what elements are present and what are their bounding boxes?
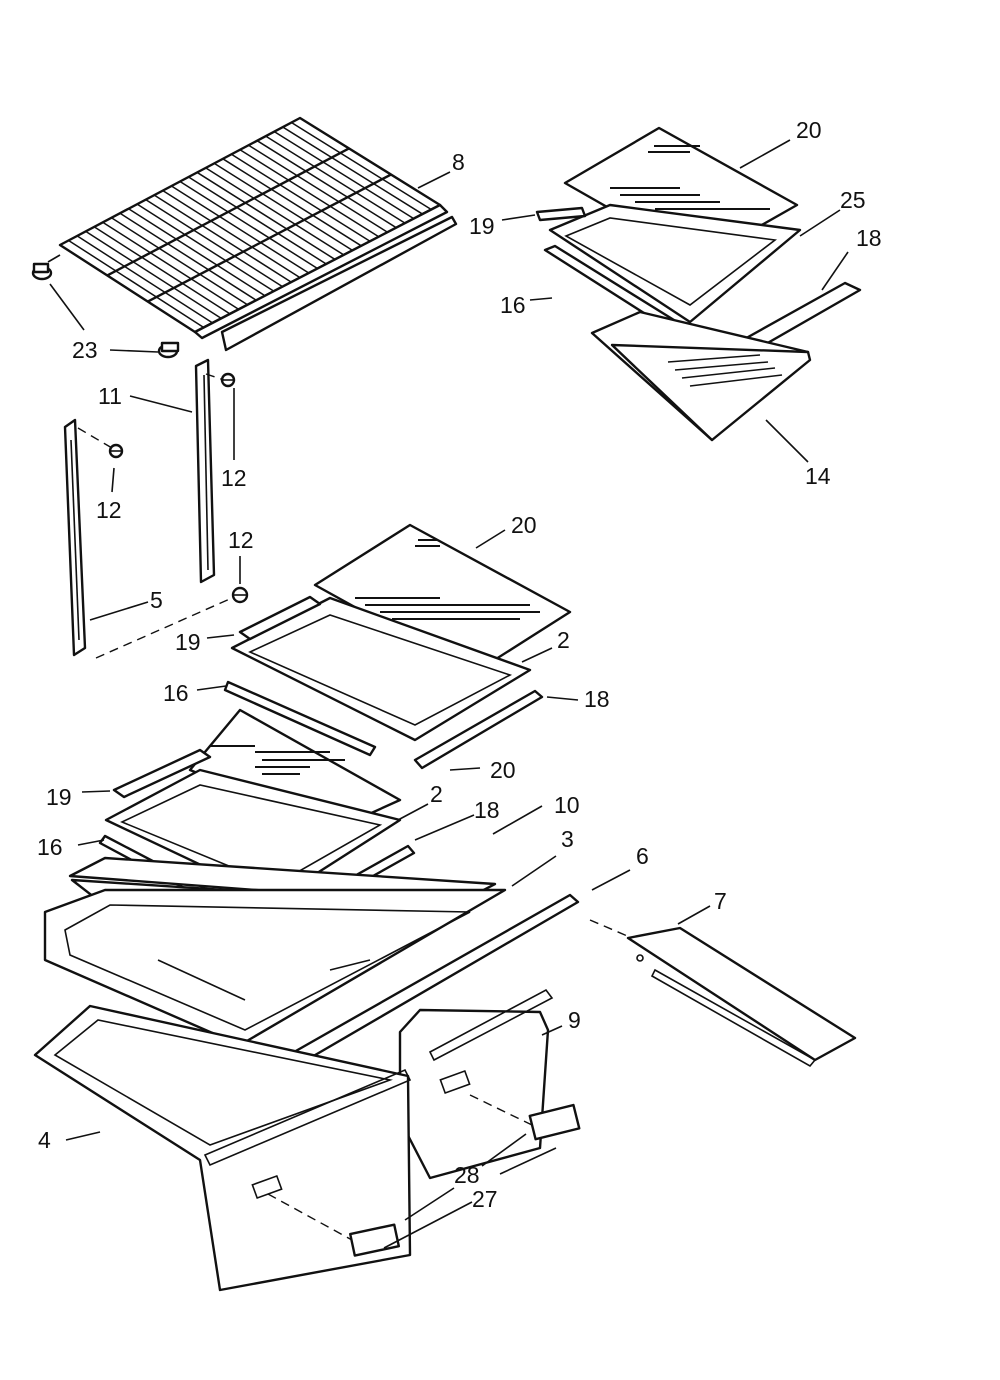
callout-4: 4 bbox=[38, 1127, 51, 1153]
wire-rod bbox=[128, 208, 266, 297]
callout-23: 23 bbox=[72, 337, 98, 363]
wire-crossbar bbox=[106, 147, 350, 277]
wire-rod bbox=[231, 153, 371, 242]
callout-2-mid: 2 bbox=[557, 627, 570, 653]
drawer-clip-upper bbox=[528, 1103, 581, 1141]
callout-2-low: 2 bbox=[430, 781, 443, 807]
callout-20-low: 20 bbox=[490, 757, 516, 783]
wire-rod bbox=[68, 239, 205, 329]
wire-rod bbox=[102, 221, 240, 310]
wire-rod bbox=[145, 199, 283, 288]
wire-rod bbox=[119, 212, 257, 301]
wire-rod bbox=[265, 135, 406, 224]
callout-3: 3 bbox=[561, 826, 574, 852]
wire-crossbar bbox=[147, 173, 392, 303]
callout-14: 14 bbox=[805, 463, 831, 489]
callout-labels: 8 23 11 12 12 12 5 20 19 25 18 16 14 20 … bbox=[37, 117, 882, 1212]
wire-rod bbox=[171, 185, 310, 274]
wire-rod bbox=[291, 121, 432, 211]
callout-19-top: 19 bbox=[469, 213, 495, 239]
callout-28: 28 bbox=[454, 1162, 480, 1188]
shelf-frame-middle bbox=[223, 595, 544, 770]
callout-16-mid: 16 bbox=[163, 680, 189, 706]
wire-rod bbox=[111, 217, 248, 306]
callout-12-left: 12 bbox=[96, 497, 122, 523]
wire-rod bbox=[213, 162, 353, 251]
shelf-rail-left bbox=[63, 418, 87, 657]
callout-16-low: 16 bbox=[37, 834, 63, 860]
wire-rod bbox=[188, 176, 327, 265]
wire-rod bbox=[153, 194, 292, 283]
wire-rod bbox=[76, 235, 213, 324]
leader-lines bbox=[49, 139, 849, 1249]
callout-19-low: 19 bbox=[46, 784, 72, 810]
callout-8: 8 bbox=[452, 149, 465, 175]
shelf-rail-right bbox=[194, 358, 216, 584]
callout-19-mid: 19 bbox=[175, 629, 201, 655]
callout-10: 10 bbox=[554, 792, 580, 818]
callout-12-bottom: 12 bbox=[228, 527, 254, 553]
glass-shelf-middle bbox=[313, 523, 572, 675]
wire-shelf bbox=[47, 116, 458, 352]
wire-rod bbox=[205, 167, 345, 256]
crisper-pan-upper bbox=[590, 310, 812, 442]
shelf-support-left bbox=[31, 262, 53, 281]
callout-18-mid: 18 bbox=[584, 686, 610, 712]
callout-12-right: 12 bbox=[221, 465, 247, 491]
wire-rod bbox=[93, 226, 231, 315]
crisper-cover-frame bbox=[43, 888, 507, 1047]
wire-rod bbox=[85, 230, 222, 320]
callout-7: 7 bbox=[714, 888, 727, 914]
wire-rod bbox=[196, 171, 336, 261]
control-bracket bbox=[626, 926, 857, 1068]
callout-18-low: 18 bbox=[474, 797, 500, 823]
wire-rod bbox=[179, 180, 318, 270]
wire-rod bbox=[256, 140, 397, 229]
wire-rod bbox=[282, 126, 423, 215]
screw-left bbox=[108, 443, 124, 459]
wire-rod bbox=[162, 189, 301, 279]
shelf-support-right bbox=[157, 341, 180, 359]
callout-27: 27 bbox=[472, 1186, 498, 1212]
callout-20-mid: 20 bbox=[511, 512, 537, 538]
wire-rod bbox=[222, 158, 362, 247]
wire-rod bbox=[248, 144, 388, 233]
callout-11: 11 bbox=[98, 383, 122, 409]
callout-20-top: 20 bbox=[796, 117, 822, 143]
callout-5: 5 bbox=[150, 587, 163, 613]
wire-rod bbox=[239, 149, 380, 238]
crisper-frame bbox=[535, 203, 862, 358]
callout-6: 6 bbox=[636, 843, 649, 869]
drawer-clip-lower bbox=[349, 1223, 401, 1257]
wire-rod bbox=[136, 203, 275, 292]
callout-9: 9 bbox=[568, 1007, 581, 1033]
callout-18-top: 18 bbox=[856, 225, 882, 251]
screw-bottom bbox=[231, 586, 249, 604]
wire-rod bbox=[273, 130, 415, 220]
crisper-drawer-large bbox=[33, 1004, 412, 1292]
callout-25: 25 bbox=[840, 187, 866, 213]
callout-16-top: 16 bbox=[500, 292, 526, 318]
crisper-drawer-small bbox=[398, 988, 554, 1180]
